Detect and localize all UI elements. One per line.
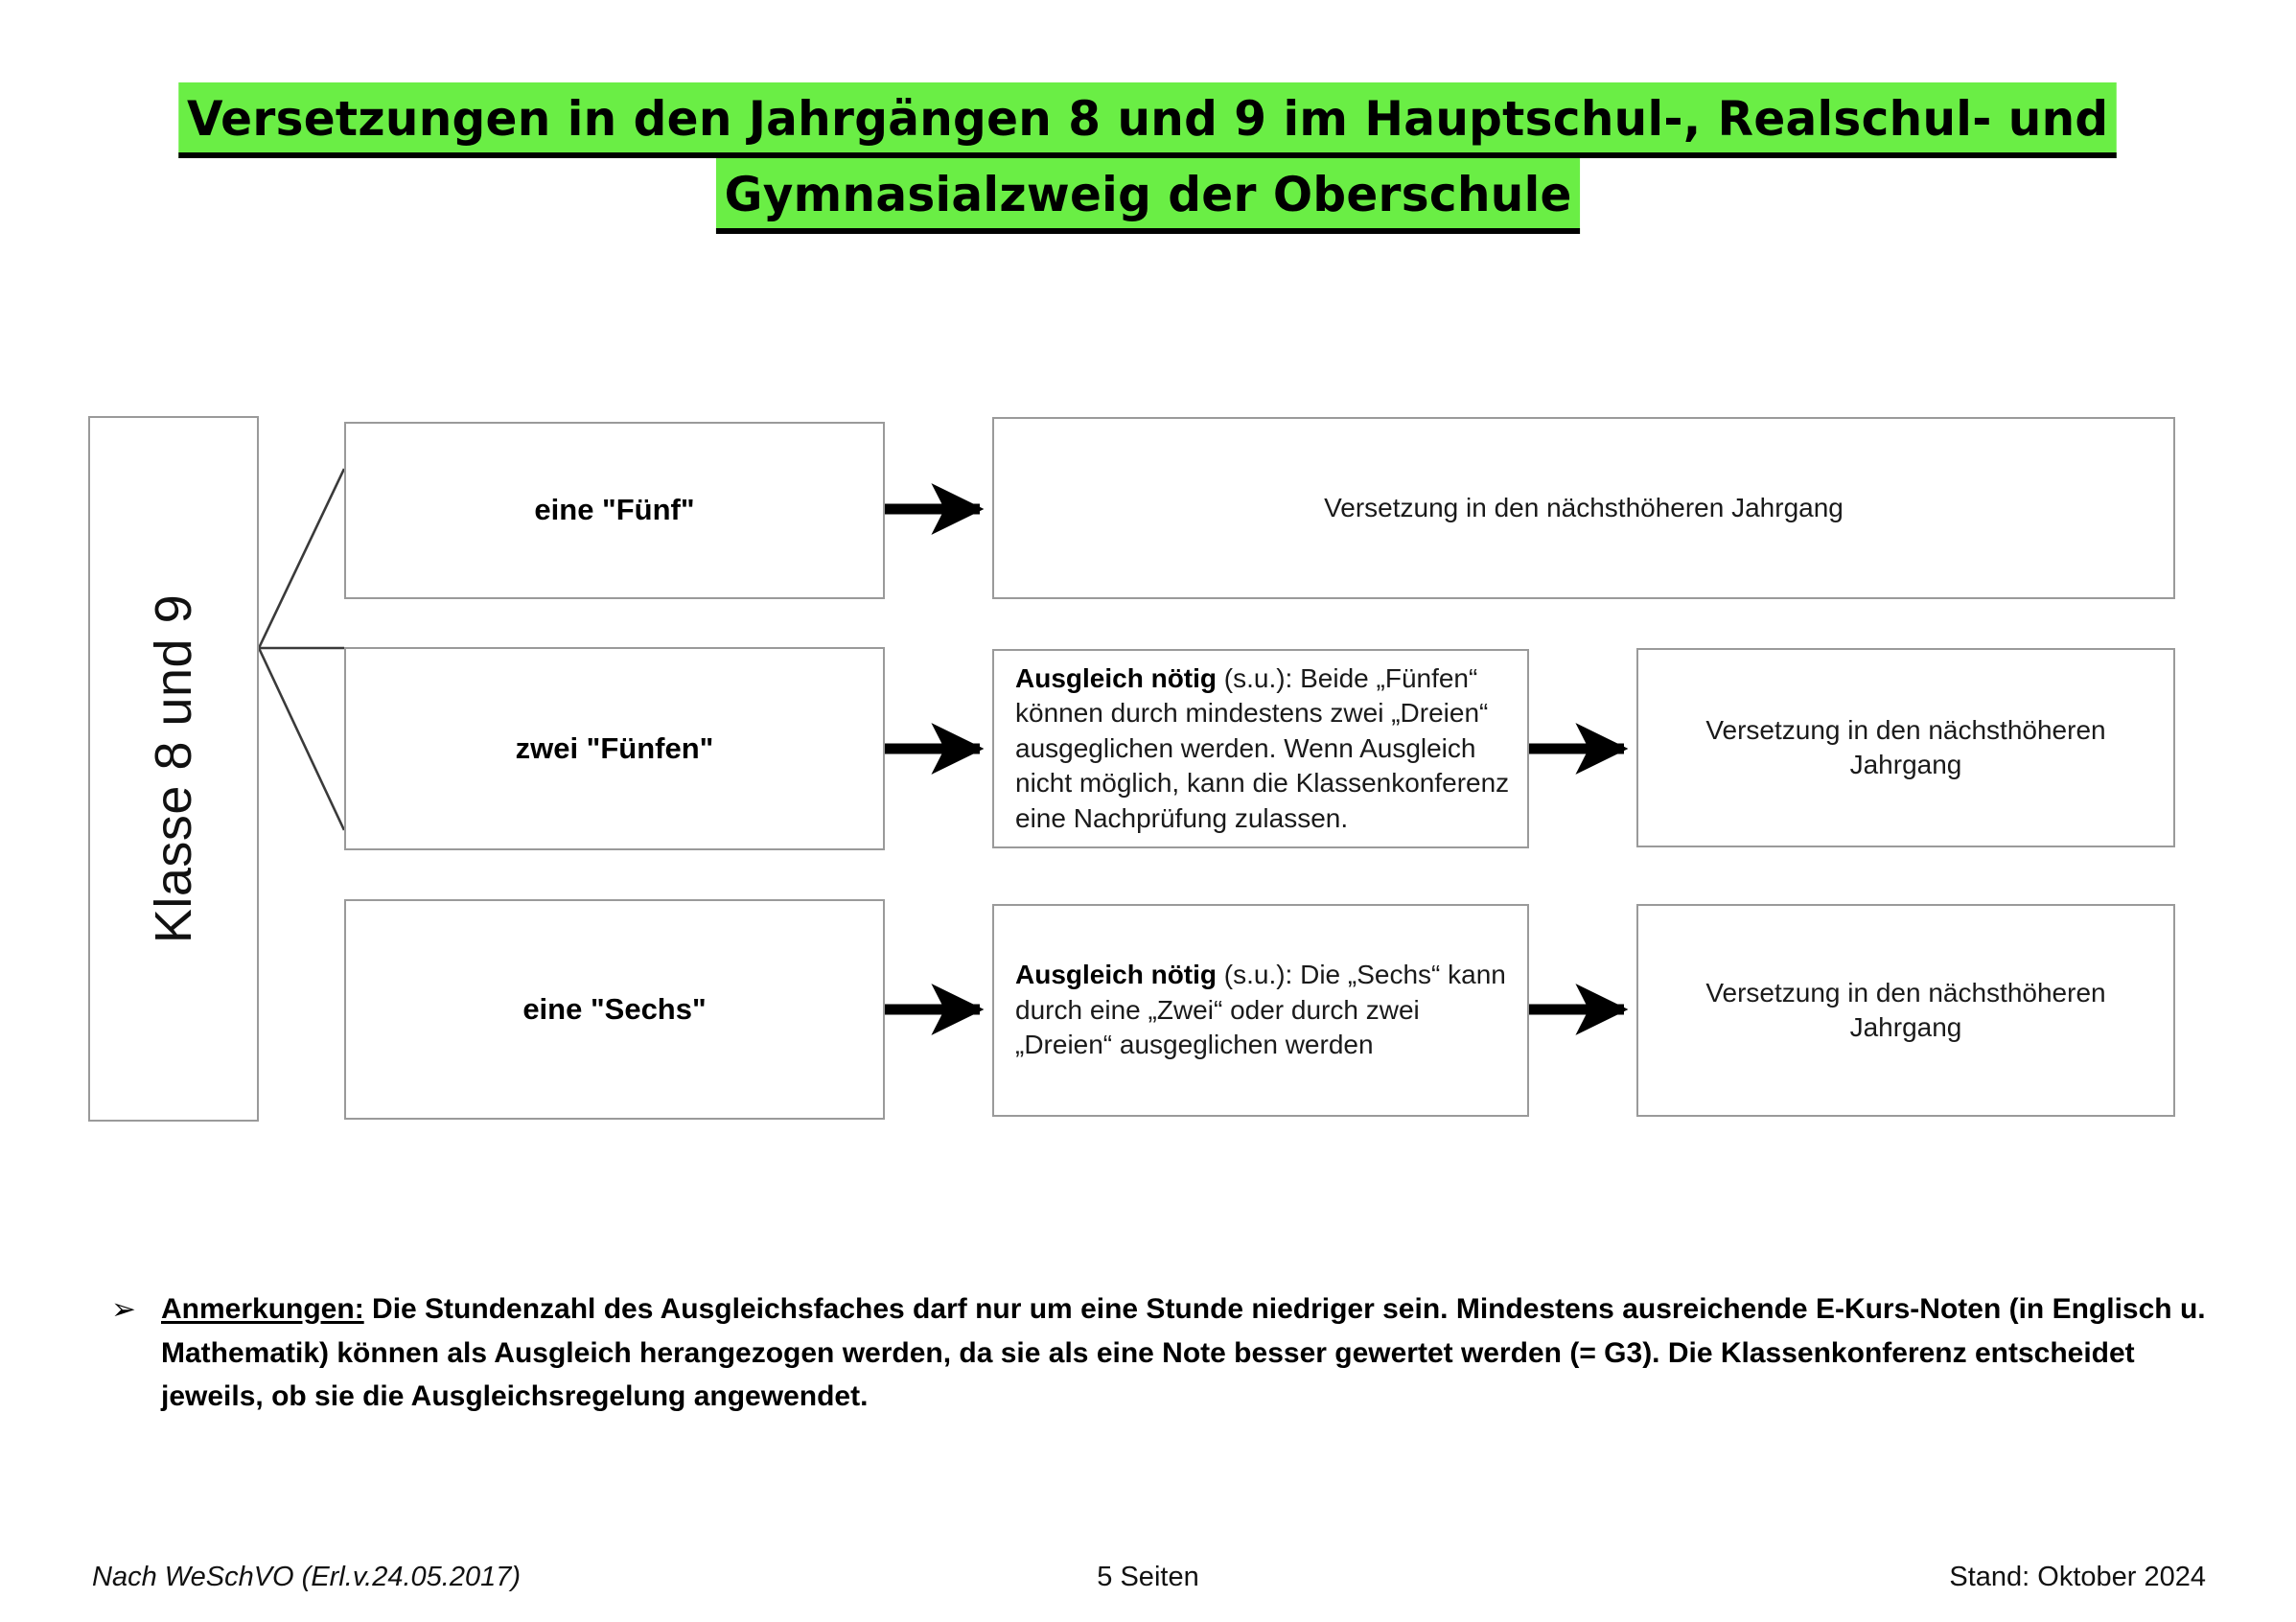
result-label-row-2: Versetzung in den nächsthöheren Jahrgang — [1705, 714, 2106, 779]
result-box-row-3: Versetzung in den nächsthöheren Jahrgang — [1636, 904, 2175, 1117]
page-footer: Nach WeSchVO (Erl.v.24.05.2017) 5 Seiten… — [0, 1562, 2296, 1608]
title-line-2-text: Gymnasialzweig der Oberschule — [715, 158, 1581, 234]
source-box-klasse: Klasse 8 und 9 — [88, 416, 259, 1122]
annotation-lead: Anmerkungen: — [161, 1293, 364, 1325]
condition-label-row-2: zwei "Fünfen" — [515, 730, 714, 765]
result-label-row-3: Versetzung in den nächsthöheren Jahrgang — [1705, 977, 2106, 1042]
compensation-text-row-2: Ausgleich nötig (s.u.): Beide „Fünfen“ k… — [1015, 661, 1514, 836]
compensation-lead-row-3: Ausgleich nötig — [1015, 960, 1217, 990]
compensation-rest-row-3: (s.u.): Die „Sechs“ kann durch eine „Zwe… — [1015, 960, 1506, 1060]
title-line-1-text: Versetzungen in den Jahrgängen 8 und 9 i… — [178, 82, 2118, 158]
result-box-row-2: Versetzung in den nächsthöheren Jahrgang — [1636, 648, 2175, 847]
annotation-note: ➢ Anmerkungen: Die Stundenzahl des Ausgl… — [111, 1287, 2225, 1419]
footer-date: Stand: Oktober 2024 — [1949, 1562, 2206, 1592]
result-box-row-1: Versetzung in den nächsthöheren Jahrgang — [992, 417, 2175, 599]
compensation-text-row-3: Ausgleich nötig (s.u.): Die „Sechs“ kann… — [1015, 958, 1514, 1062]
condition-label-row-3: eine "Sechs" — [522, 991, 707, 1026]
source-box-label: Klasse 8 und 9 — [145, 593, 202, 944]
compensation-lead-row-2: Ausgleich nötig — [1015, 663, 1217, 694]
title-line-1: Versetzungen in den Jahrgängen 8 und 9 i… — [0, 82, 2296, 158]
compensation-box-row-3: Ausgleich nötig (s.u.): Die „Sechs“ kann… — [992, 904, 1529, 1117]
compensation-box-row-2: Ausgleich nötig (s.u.): Beide „Fünfen“ k… — [992, 649, 1529, 848]
condition-box-row-1: eine "Fünf" — [344, 422, 885, 599]
footer-page-count: 5 Seiten — [1097, 1562, 1199, 1592]
result-label-row-1: Versetzung in den nächsthöheren Jahrgang — [1324, 492, 1844, 522]
condition-box-row-3: eine "Sechs" — [344, 899, 885, 1120]
arrowhead-bullet-icon: ➢ — [111, 1292, 136, 1327]
page-title: Versetzungen in den Jahrgängen 8 und 9 i… — [0, 82, 2296, 234]
condition-box-row-2: zwei "Fünfen" — [344, 647, 885, 850]
footer-source: Nach WeSchVO (Erl.v.24.05.2017) — [92, 1562, 522, 1592]
compensation-rest-row-2: (s.u.): Beide „Fünfen“ können durch mind… — [1015, 663, 1510, 833]
annotation-text: Anmerkungen: Die Stundenzahl des Ausglei… — [161, 1287, 2225, 1419]
title-line-2: Gymnasialzweig der Oberschule — [0, 158, 2296, 234]
annotation-body: Die Stundenzahl des Ausgleichsfaches dar… — [161, 1293, 2206, 1413]
condition-label-row-1: eine "Fünf" — [534, 493, 695, 527]
